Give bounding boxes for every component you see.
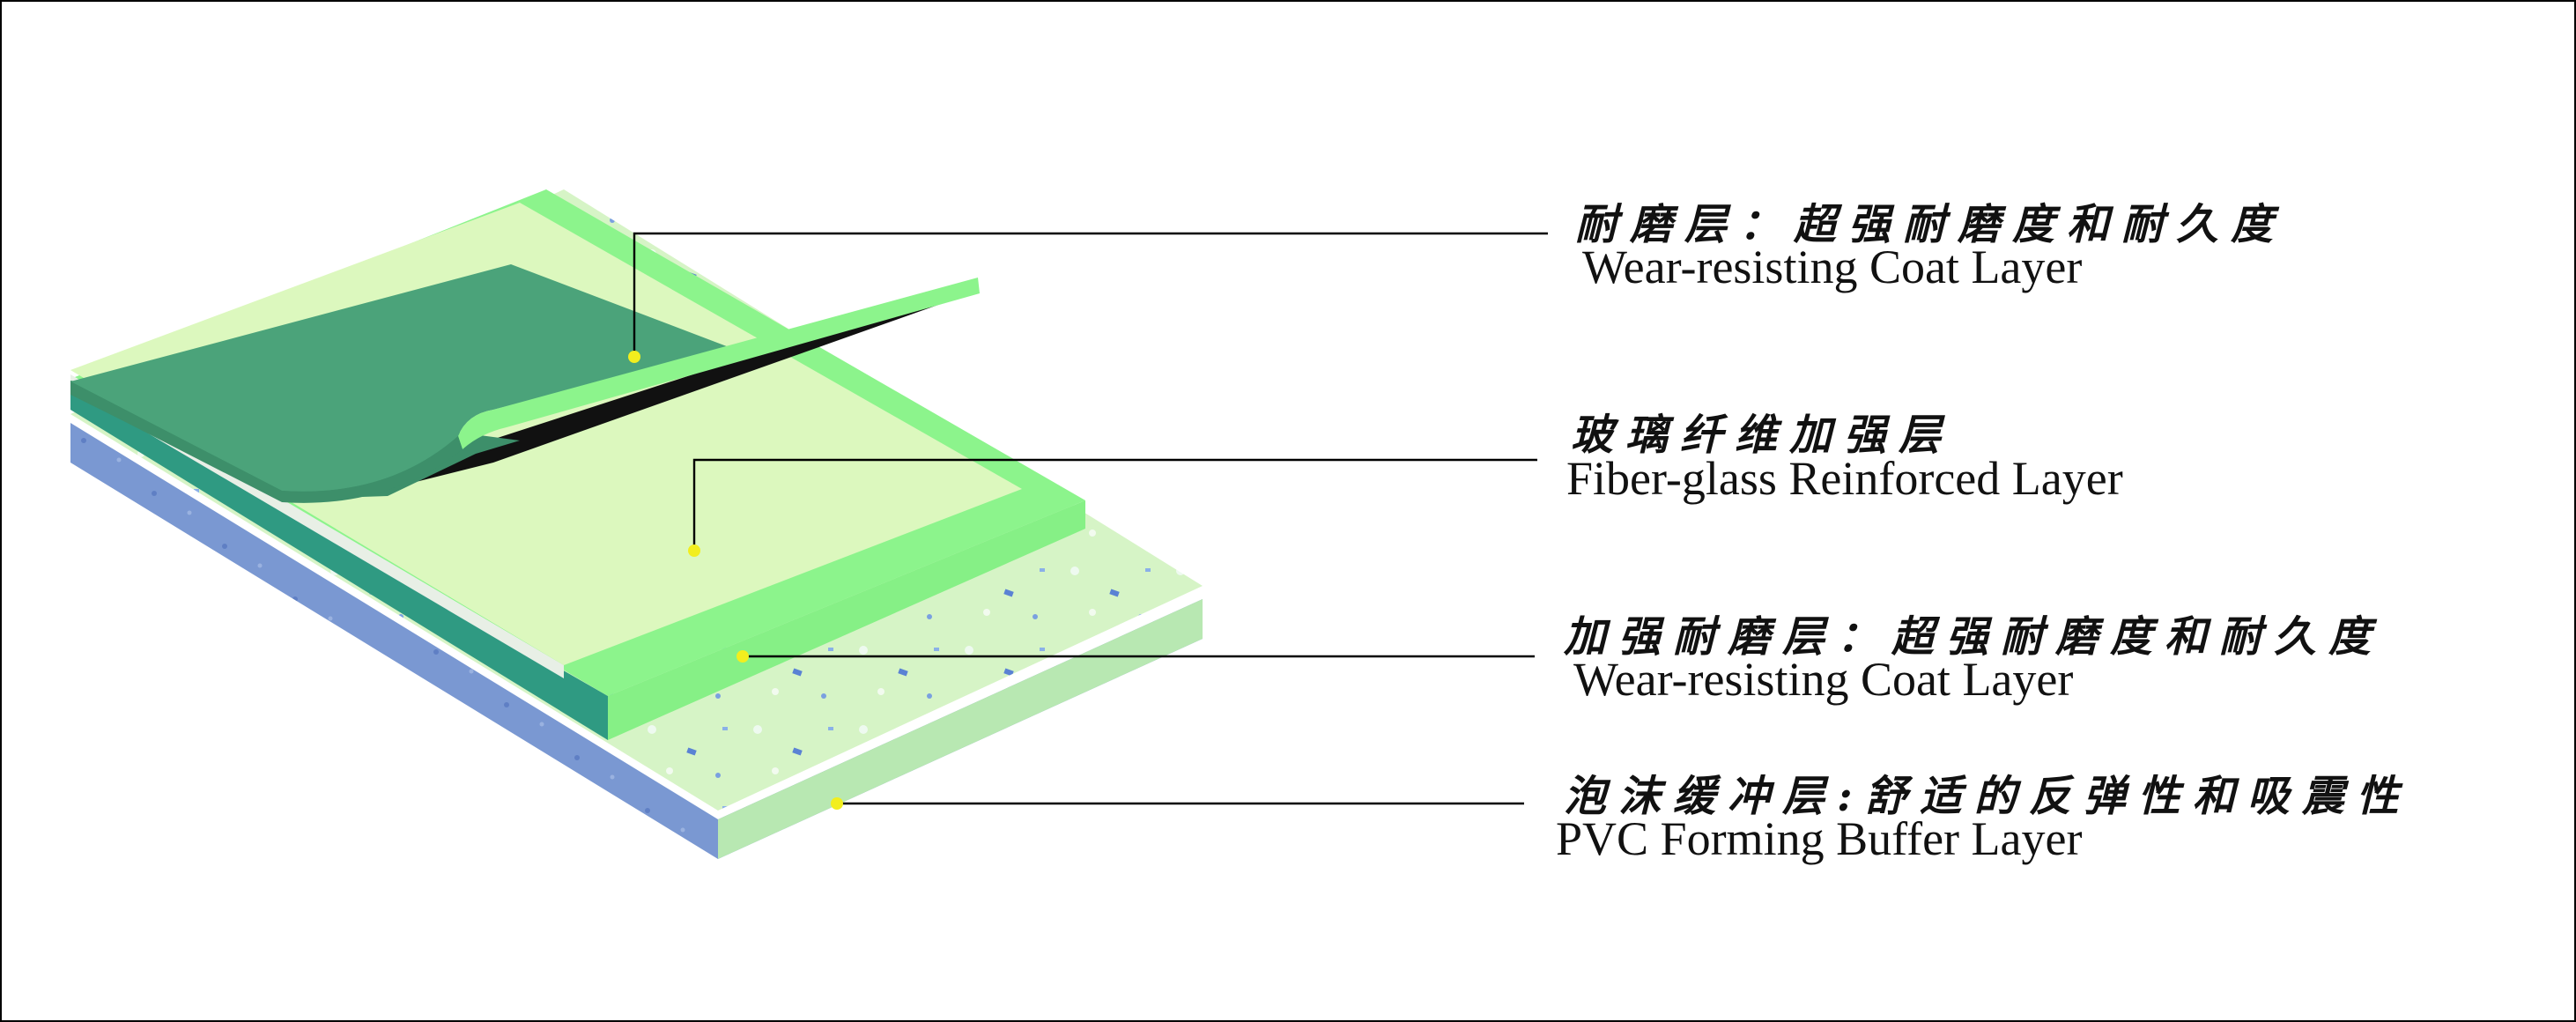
label-2-en: Fiber-glass Reinforced Layer xyxy=(1566,452,2123,505)
wear-layer-1-shape xyxy=(70,264,980,503)
marker-dot-1 xyxy=(628,351,640,363)
marker-dot-3 xyxy=(737,650,749,663)
label-1-zh: 耐磨层：超强耐磨度和耐久度 xyxy=(1575,200,2286,249)
label-2-zh: 玻璃纤维加强层 xyxy=(1571,411,1954,460)
marker-dots xyxy=(628,351,843,810)
leader-lines xyxy=(633,232,1548,805)
marker-dot-4 xyxy=(831,797,843,810)
marker-dot-2 xyxy=(688,544,700,557)
label-4-zh: 泡沫缓冲层:舒适的反弹性和吸震性 xyxy=(1564,772,2411,821)
label-3-en: Wear-resisting Coat Layer xyxy=(1573,653,2074,706)
label-4-en: PVC Forming Buffer Layer xyxy=(1556,812,2083,865)
leader-line-2 xyxy=(692,458,1537,551)
label-1-en: Wear-resisting Coat Layer xyxy=(1582,241,2083,293)
label-3-zh: 加强耐磨层：超强耐磨度和耐久度 xyxy=(1564,612,2384,662)
leader-line-1 xyxy=(633,232,1548,357)
